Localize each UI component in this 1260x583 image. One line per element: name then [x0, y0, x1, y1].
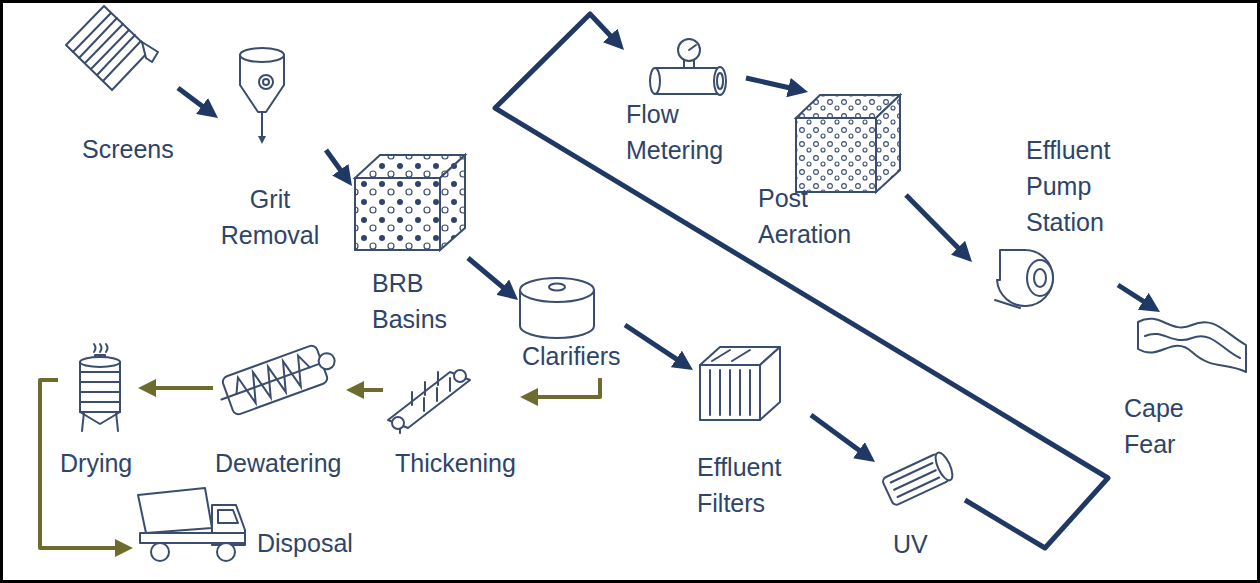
step-label: Disposal — [257, 525, 353, 561]
liquid-flow-arrow — [906, 195, 966, 256]
step-label: Cape Fear — [1124, 390, 1204, 462]
truck-icon — [138, 488, 245, 561]
step-label: Dewatering — [215, 445, 341, 481]
process-step: Disposal — [133, 483, 361, 568]
liquid-flow-arrow — [746, 78, 800, 90]
liquid-flow-arrow — [326, 150, 347, 180]
liquid-flow-arrow — [495, 14, 1108, 548]
liquid-flow-arrow — [178, 88, 212, 113]
liquid-flow-arrow — [468, 258, 512, 295]
thickener-icon — [388, 370, 470, 433]
flow-meter-icon — [650, 39, 726, 95]
step-label: BRB Basins — [372, 265, 464, 337]
brb-basin-icon — [355, 155, 465, 250]
process-step: Drying — [58, 343, 138, 485]
step-label: UV — [893, 526, 928, 562]
process-step: Effluent Pump Station — [972, 132, 1118, 314]
process-step: Grit Removal — [218, 48, 326, 258]
liquid-flow-arrow — [625, 325, 686, 366]
sludge-flow-arrow — [146, 386, 213, 390]
process-step: Clarifiers — [518, 278, 625, 378]
step-label: Post Aeration — [758, 180, 863, 252]
step-label: Clarifiers — [522, 338, 621, 374]
clarifier-icon — [520, 278, 594, 338]
screw-press-icon — [215, 340, 341, 419]
process-step: Thickening — [383, 365, 520, 485]
dryer-icon — [80, 344, 120, 431]
step-label: Effluent Filters — [697, 449, 807, 521]
sludge-flow-arrow — [528, 378, 600, 397]
liquid-flow-arrow — [1118, 285, 1153, 308]
river-icon — [1138, 319, 1246, 372]
step-label: Drying — [60, 445, 132, 481]
step-label: Thickening — [395, 445, 516, 481]
screens-icon — [66, 6, 158, 90]
sludge-flow-arrow — [354, 388, 383, 392]
step-label: Screens — [82, 131, 174, 167]
post-aeration-icon — [796, 95, 900, 192]
process-step: BRB Basins — [352, 152, 468, 341]
step-label: Flow Metering — [626, 96, 741, 168]
step-label: Effluent Pump Station — [1026, 132, 1114, 240]
process-step: UV — [875, 443, 965, 566]
liquid-flow-arrow — [811, 415, 869, 457]
process-step: Flow Metering — [624, 38, 746, 172]
uv-icon — [881, 450, 955, 506]
process-step: Effluent Filters — [693, 343, 811, 525]
process-step: Screens — [62, 3, 178, 171]
process-step: Cape Fear — [1124, 312, 1252, 467]
pump-icon — [995, 250, 1053, 308]
grit-icon — [240, 48, 284, 144]
process-step: Post Aeration — [756, 92, 906, 256]
step-label: Grit Removal — [218, 181, 322, 253]
filter-icon — [700, 347, 780, 420]
process-step: Dewatering — [213, 338, 346, 485]
